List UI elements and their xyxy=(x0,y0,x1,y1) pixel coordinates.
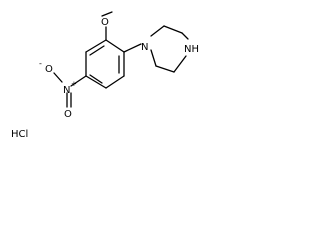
atom-label-piperazine-nh: NH xyxy=(184,44,199,55)
bond-pip-c-top-c xyxy=(163,25,183,34)
bond-ring-nitro xyxy=(70,75,87,87)
bond-ring-c1-c2 xyxy=(105,39,125,53)
salt-label-hcl: HCl xyxy=(11,129,28,140)
bond-ring-c6-c1 xyxy=(85,39,107,53)
bond-pip-c-nh xyxy=(181,32,189,40)
bond-pip-c-bot-c xyxy=(155,65,175,73)
bond-ring-n1 xyxy=(123,43,142,53)
bond-pip-n1-c-bot xyxy=(150,49,157,67)
atom-label-nitro-o-bottom: O xyxy=(64,109,72,120)
bond-ring-c4-c5 xyxy=(85,75,107,89)
bond-nitro-o-top xyxy=(53,72,63,83)
atom-label-nitro-n: N xyxy=(63,85,70,96)
bond-pip-n1-c-top xyxy=(150,25,165,37)
atom-label-methoxy-o: O xyxy=(101,17,109,28)
atom-label-piperazine-n: N xyxy=(141,42,148,53)
atom-label-nitro-o-top-charge: - xyxy=(39,59,42,68)
atom-label-nitro-o-top: O xyxy=(45,64,53,75)
bond-ring-double-a xyxy=(89,45,105,56)
bond-pip-c-nh2 xyxy=(173,55,187,73)
bond-methyl-o xyxy=(101,11,113,17)
atom-label-nitro-n-charge: + xyxy=(71,80,77,88)
bond-ring-double-c xyxy=(89,74,103,84)
bond-ring-c3-c4 xyxy=(105,75,125,89)
structure-canvas: O N NH N + O - O HCl xyxy=(11,11,199,140)
